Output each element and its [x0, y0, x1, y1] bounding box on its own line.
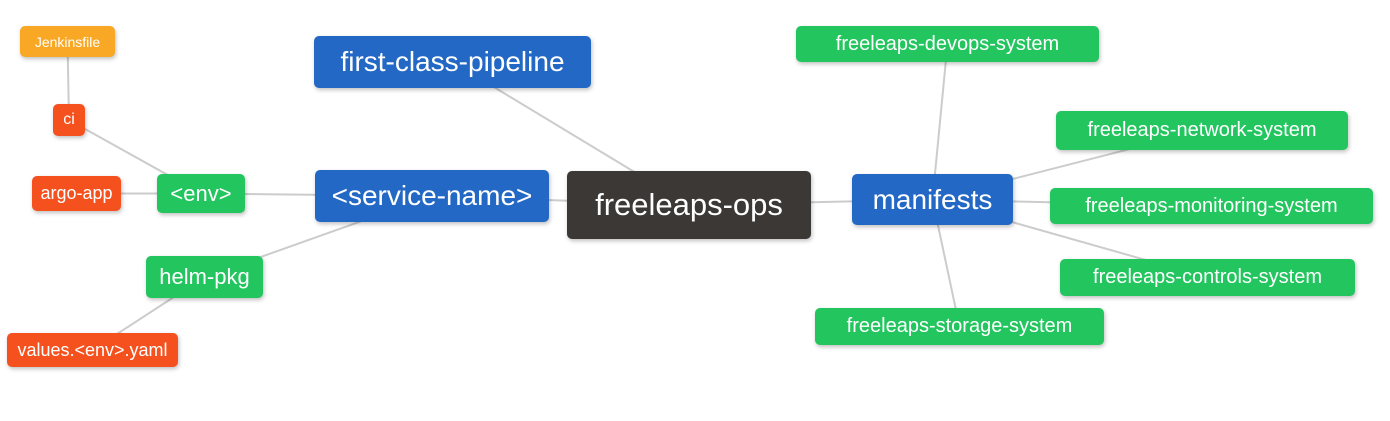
node-ci[interactable]: ci	[53, 104, 85, 136]
node-argo-app[interactable]: argo-app	[32, 176, 121, 211]
node-jenkinsfile[interactable]: Jenkinsfile	[20, 26, 115, 57]
node-service-name[interactable]: <service-name>	[315, 170, 549, 222]
node-monitoring-system[interactable]: freeleaps-monitoring-system	[1050, 188, 1373, 224]
node-devops-system[interactable]: freeleaps-devops-system	[796, 26, 1099, 62]
node-network-system[interactable]: freeleaps-network-system	[1056, 111, 1348, 150]
node-controls-system[interactable]: freeleaps-controls-system	[1060, 259, 1355, 296]
node-helm-pkg[interactable]: helm-pkg	[146, 256, 263, 298]
node-first-class-pipeline[interactable]: first-class-pipeline	[314, 36, 591, 88]
edge-manifests-to-devops-system	[931, 43, 949, 200]
node-manifests[interactable]: manifests	[852, 174, 1013, 225]
node-env[interactable]: <env>	[157, 174, 245, 213]
node-freeleaps-ops[interactable]: freeleaps-ops	[567, 171, 811, 239]
node-storage-system[interactable]: freeleaps-storage-system	[815, 308, 1104, 345]
node-values-env-yaml[interactable]: values.<env>.yaml	[7, 333, 178, 367]
